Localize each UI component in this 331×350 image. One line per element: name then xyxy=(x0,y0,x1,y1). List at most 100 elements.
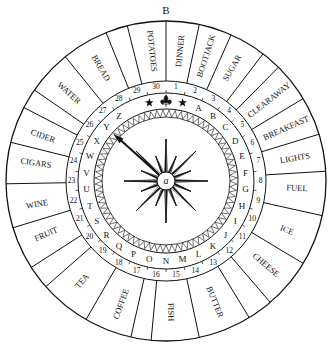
dial-letter: F xyxy=(243,168,248,177)
dial-letter: T xyxy=(87,201,93,210)
number-tick xyxy=(147,92,149,95)
number-tick xyxy=(98,240,100,242)
dial-letter: X xyxy=(93,137,100,146)
sector-divider xyxy=(127,26,142,84)
ring-tooth xyxy=(96,187,103,193)
ring-tooth xyxy=(203,125,210,132)
dial-number: 1 xyxy=(174,83,178,91)
order-word: TEA xyxy=(73,272,90,290)
ring-tooth xyxy=(215,218,222,225)
ring-tooth xyxy=(123,125,130,132)
order-word: CIGARS xyxy=(20,156,52,169)
number-tick xyxy=(218,252,220,254)
number-tick xyxy=(79,152,82,154)
order-word: COFFEE xyxy=(112,288,131,321)
dial-number: 10 xyxy=(249,216,257,224)
dial-letter: G xyxy=(242,185,249,194)
ring-tooth xyxy=(166,245,172,252)
dial-letter: K xyxy=(210,241,217,250)
ring-tooth xyxy=(160,110,166,117)
ring-tooth xyxy=(203,230,210,237)
number-tick xyxy=(129,98,130,101)
order-word: POTATOES xyxy=(146,30,159,72)
dial-letter: I xyxy=(234,217,237,226)
ring-tooth xyxy=(229,170,236,176)
ring-tooth xyxy=(230,175,237,181)
sector-divider xyxy=(131,279,144,338)
dial-number: 19 xyxy=(99,247,107,255)
ring-tooth xyxy=(100,203,108,208)
ring-tooth xyxy=(224,154,232,159)
order-word: CLEARAWAY xyxy=(246,81,292,120)
ring-tooth xyxy=(97,164,104,169)
dial-number: 20 xyxy=(86,233,94,241)
sector-divider xyxy=(264,203,323,216)
dial-letter: V xyxy=(83,168,90,177)
number-ring-inner xyxy=(78,93,254,269)
order-word: CIDER xyxy=(29,128,56,145)
dial-letter: H xyxy=(239,201,246,210)
ring-tooth xyxy=(133,236,139,244)
ring-tooth xyxy=(123,230,130,237)
dial-number: 11 xyxy=(239,233,246,241)
ring-tooth xyxy=(139,115,144,123)
ring-tooth xyxy=(221,148,229,154)
ring-tooth xyxy=(103,208,111,214)
ring-tooth xyxy=(100,154,108,159)
number-tick xyxy=(75,171,78,172)
ring-tooth xyxy=(128,121,134,128)
number-tick xyxy=(147,267,149,270)
dial-letter: A xyxy=(195,103,202,112)
ring-tooth xyxy=(211,222,218,229)
sector-divider xyxy=(166,21,167,81)
dial-number: 4 xyxy=(227,107,231,115)
ring-tooth xyxy=(215,138,222,145)
ring-tooth xyxy=(229,187,236,193)
dial-number: 2 xyxy=(193,87,197,95)
ring-tooth xyxy=(128,233,134,240)
dial-number: 26 xyxy=(86,122,94,130)
ring-tooth xyxy=(110,138,117,145)
dial-number: 25 xyxy=(76,139,84,147)
order-word: LIGHTS xyxy=(279,151,310,165)
ring-tooth xyxy=(98,198,106,203)
dial-number: 3 xyxy=(211,95,215,103)
number-tick xyxy=(242,225,245,227)
dial-number: 5 xyxy=(241,122,245,130)
ring-tooth xyxy=(218,213,225,219)
ring-tooth xyxy=(95,181,102,187)
dial-number: 16 xyxy=(152,271,160,279)
dial-number: 21 xyxy=(76,216,84,224)
ring-tooth xyxy=(103,148,111,154)
number-tick xyxy=(218,107,220,109)
ring-tooth xyxy=(97,192,104,197)
ring-tooth xyxy=(224,203,232,208)
ring-tooth xyxy=(144,113,149,121)
dial-letter: L xyxy=(196,250,202,259)
dial-letter: P xyxy=(131,250,136,259)
dial-letter: N xyxy=(163,257,170,266)
dial-number: 30 xyxy=(152,83,160,91)
dial-number: 22 xyxy=(70,197,78,205)
ring-tooth xyxy=(149,112,154,119)
toothed-ring xyxy=(102,117,230,245)
pointer-tip xyxy=(114,134,124,143)
dial-number: 27 xyxy=(99,107,107,115)
order-word: WATER xyxy=(55,81,82,106)
ring-tooth xyxy=(172,111,178,118)
ring-tooth xyxy=(198,233,204,240)
ring-tooth xyxy=(172,244,178,251)
sector-divider xyxy=(187,279,199,338)
dial-letter: M xyxy=(179,255,187,264)
sector-divider xyxy=(13,210,70,228)
ring-tooth xyxy=(183,113,188,121)
number-tick xyxy=(250,152,253,154)
outer-rim xyxy=(6,21,326,341)
ring-tooth xyxy=(166,110,172,117)
ring-tooth xyxy=(149,243,154,250)
number-tick xyxy=(113,107,115,109)
sector-divider xyxy=(106,33,128,89)
ring-tooth xyxy=(228,164,235,169)
dial-number: 6 xyxy=(250,139,254,147)
number-tick xyxy=(184,267,186,270)
